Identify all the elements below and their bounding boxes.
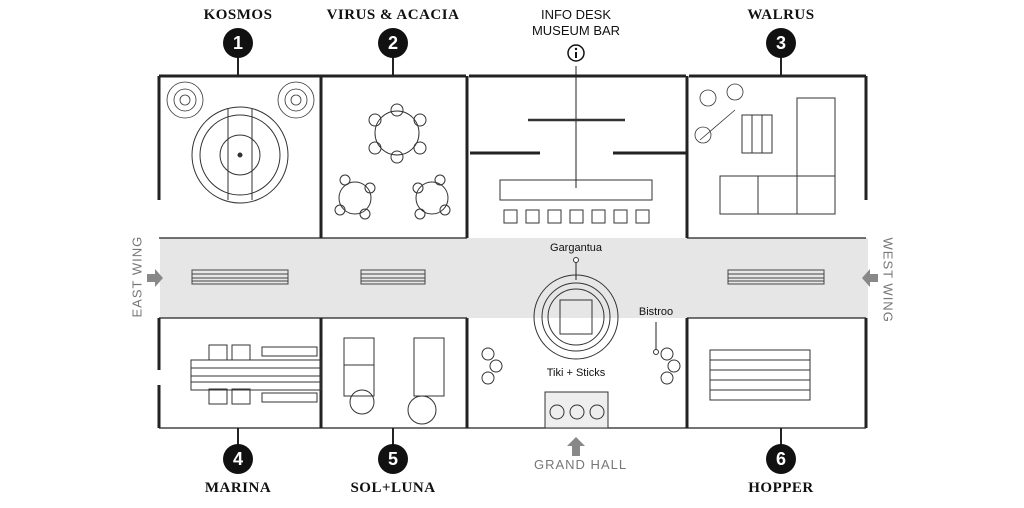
museum-bar-label: MUSEUM BAR	[531, 23, 621, 38]
room-badge-2: 2	[378, 28, 408, 58]
bistroo-tables	[481, 322, 681, 385]
walrus-furniture	[694, 83, 836, 215]
room-name-walrus: WALRUS	[747, 7, 815, 23]
entrance-arrows	[147, 269, 878, 456]
grand-hall-label: GRAND HALL	[534, 457, 628, 472]
walls	[157, 74, 868, 429]
tiki-sticks-label: Tiki + Sticks	[546, 367, 606, 379]
info-icon	[567, 44, 585, 62]
gargantua-table	[533, 257, 619, 360]
museum-bar	[499, 66, 653, 224]
corridor-benches	[191, 269, 825, 285]
room-badge-1: 1	[223, 28, 253, 58]
hopper-furniture	[709, 349, 811, 401]
tiki-sticks-bar	[544, 391, 609, 429]
west-wing-label: WEST WING	[880, 237, 896, 323]
room-name-sol-luna: SOL+LUNA	[350, 480, 436, 496]
room-badge-3: 3	[766, 28, 796, 58]
room-badge-5: 5	[378, 444, 408, 474]
room-name-kosmos: KOSMOS	[203, 7, 273, 23]
virus-acacia-furniture	[334, 103, 451, 220]
east-wing-label: EAST WING	[129, 235, 145, 318]
bistroo-label: Bistroo	[638, 306, 674, 318]
gargantua-label: Gargantua	[550, 242, 602, 254]
west-wing-arrow	[862, 269, 878, 287]
grand-hall-arrow	[567, 437, 585, 456]
kosmos-furniture	[166, 81, 315, 204]
marina-furniture	[190, 344, 322, 405]
east-wing-arrow	[147, 269, 163, 287]
room-badge-6: 6	[766, 444, 796, 474]
room-name-marina: MARINA	[204, 480, 272, 496]
room-badge-4: 4	[223, 444, 253, 474]
info-desk-label: INFO DESK	[540, 7, 612, 22]
sol-luna-furniture	[343, 337, 445, 425]
room-name-hopper: HOPPER	[748, 480, 814, 496]
room-name-virus-acacia: VIRUS & ACACIA	[326, 7, 460, 23]
